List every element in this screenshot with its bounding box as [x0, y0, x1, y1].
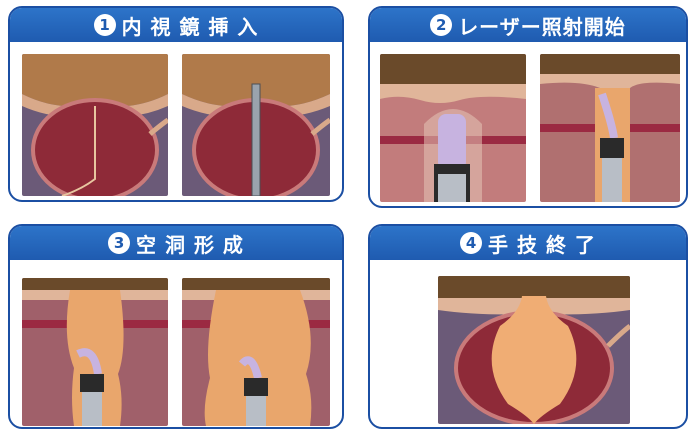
step-3-number-badge: 3: [108, 232, 130, 254]
step-3-image-b: [182, 278, 330, 426]
step-3-title: 空 洞 形 成: [136, 229, 244, 258]
step-3-header: 3 空 洞 形 成: [10, 226, 342, 260]
step-2-image-a: [380, 54, 526, 202]
step-2-header: 2 レーザー照射開始: [370, 8, 686, 42]
step-1-image-a: [22, 54, 168, 196]
step-2-image-b: [540, 54, 680, 202]
step-1-image-b: [182, 54, 330, 196]
step-2-title: レーザー照射開始: [458, 11, 626, 40]
step-1-panel: 1 内 視 鏡 挿 入: [8, 6, 344, 202]
step-2-number-badge: 2: [430, 14, 452, 36]
step-4-header: 4 手 技 終 了: [370, 226, 686, 260]
step-3-panel: 3 空 洞 形 成: [8, 224, 344, 429]
step-4-title: 手 技 終 了: [488, 229, 596, 258]
step-1-title: 内 視 鏡 挿 入: [122, 11, 259, 40]
step-2-panel: 2 レーザー照射開始: [368, 6, 688, 208]
step-3-image-a: [22, 278, 168, 426]
step-1-number-badge: 1: [94, 14, 116, 36]
step-4-image: [438, 276, 630, 424]
step-1-header: 1 内 視 鏡 挿 入: [10, 8, 342, 42]
step-4-panel: 4 手 技 終 了: [368, 224, 688, 429]
step-4-number-badge: 4: [460, 232, 482, 254]
